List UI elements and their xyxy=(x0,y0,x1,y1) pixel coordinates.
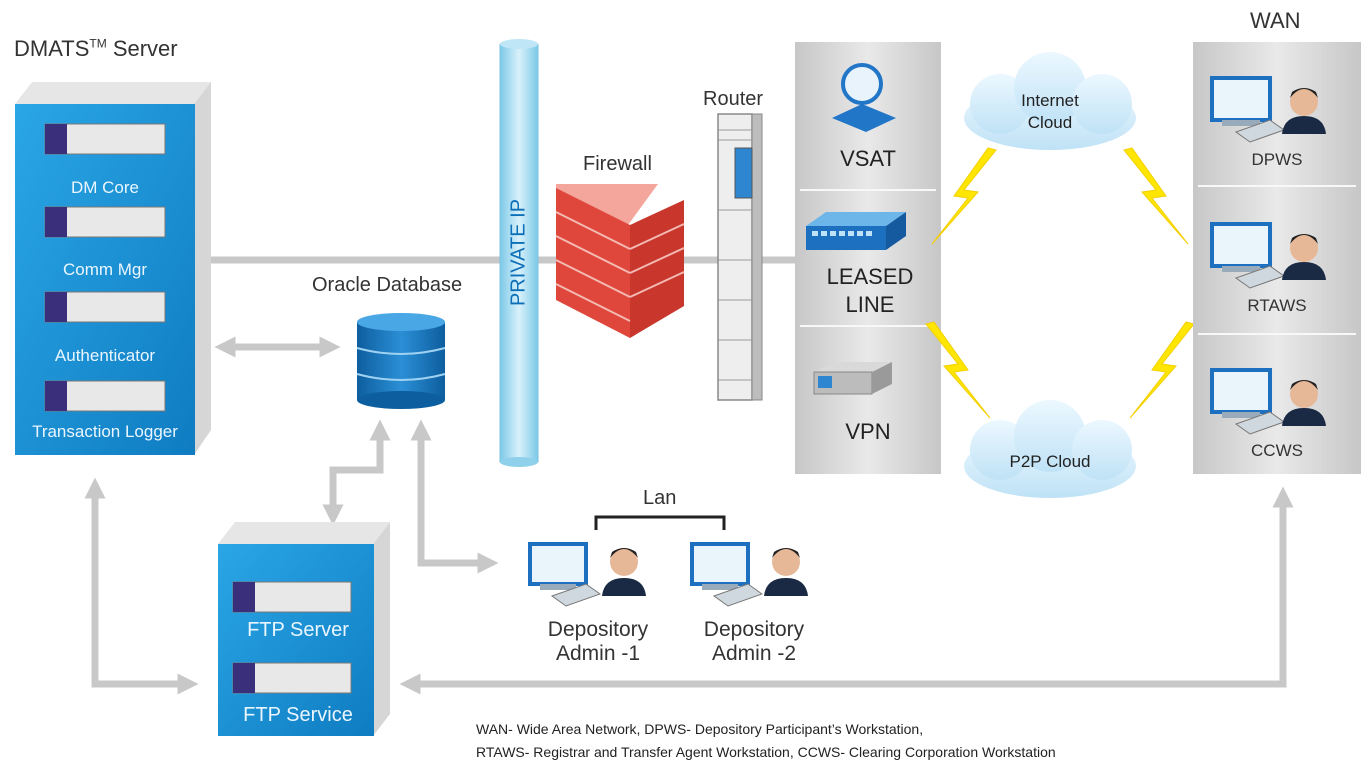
server-module-boxes xyxy=(44,123,166,412)
internet-cloud-shape xyxy=(964,52,1136,150)
workstation-icons xyxy=(1210,76,1326,435)
server-title-name: DMATS xyxy=(14,36,90,61)
link-label-vsat: VSAT xyxy=(840,146,896,171)
ftp-label-server: FTP Server xyxy=(247,619,349,641)
router-label: Router xyxy=(703,88,764,110)
module-label-authenticator: Authenticator xyxy=(54,346,156,365)
lan-label: Lan xyxy=(643,487,677,509)
workstation-label-dpws: DPWS xyxy=(1251,150,1303,169)
module-label-comm-mgr: Comm Mgr xyxy=(62,260,148,279)
connector-arrows xyxy=(84,336,1294,695)
footnote-line-2: RTAWS- Registrar and Transfer Agent Work… xyxy=(476,744,1056,760)
private-ip-pipe xyxy=(499,39,539,467)
server-title-tm: TM xyxy=(89,36,107,51)
database-cylinder xyxy=(356,313,446,409)
workstation-label-rtaws: RTAWS xyxy=(1247,296,1307,315)
module-label-dm-core: DM Core xyxy=(70,178,139,197)
vpn-appliance xyxy=(813,362,892,395)
private-ip-label: PRIVATE IP xyxy=(507,198,530,307)
workstation-label-ccws: CCWS xyxy=(1251,441,1303,460)
link-label-leased-line: LEASED LINE xyxy=(826,264,914,317)
link-label-vpn: VPN xyxy=(845,419,891,444)
admin-workstation-icons xyxy=(528,542,808,607)
internet-cloud-label: Internet Cloud xyxy=(1021,91,1079,132)
admin-label-2: Depository Admin -2 xyxy=(703,618,805,665)
server-title-suffix: Server xyxy=(106,36,178,61)
server-title: DMATSTM Server xyxy=(14,36,178,62)
vsat-dish xyxy=(832,63,896,132)
firewall-wall xyxy=(555,184,685,338)
database-label: Oracle Database xyxy=(312,274,463,296)
lightning-bolts xyxy=(925,147,1195,419)
p2p-cloud-label: P2P Cloud xyxy=(1009,452,1091,471)
footnote-line-1: WAN- Wide Area Network, DPWS- Depository… xyxy=(476,721,924,737)
firewall-label: Firewall xyxy=(583,153,652,175)
module-label-transaction-logger: Transaction Logger xyxy=(32,422,178,441)
p2p-cloud-shape xyxy=(964,400,1136,498)
ftp-label-service: FTP Service xyxy=(243,704,353,726)
admin-label-1: Depository Admin -1 xyxy=(547,618,649,665)
ftp-server-tower xyxy=(218,522,390,736)
wan-label: WAN xyxy=(1250,8,1301,33)
router-rack xyxy=(717,113,763,401)
lan-bracket xyxy=(594,515,726,530)
leased-line-switch xyxy=(806,212,906,250)
